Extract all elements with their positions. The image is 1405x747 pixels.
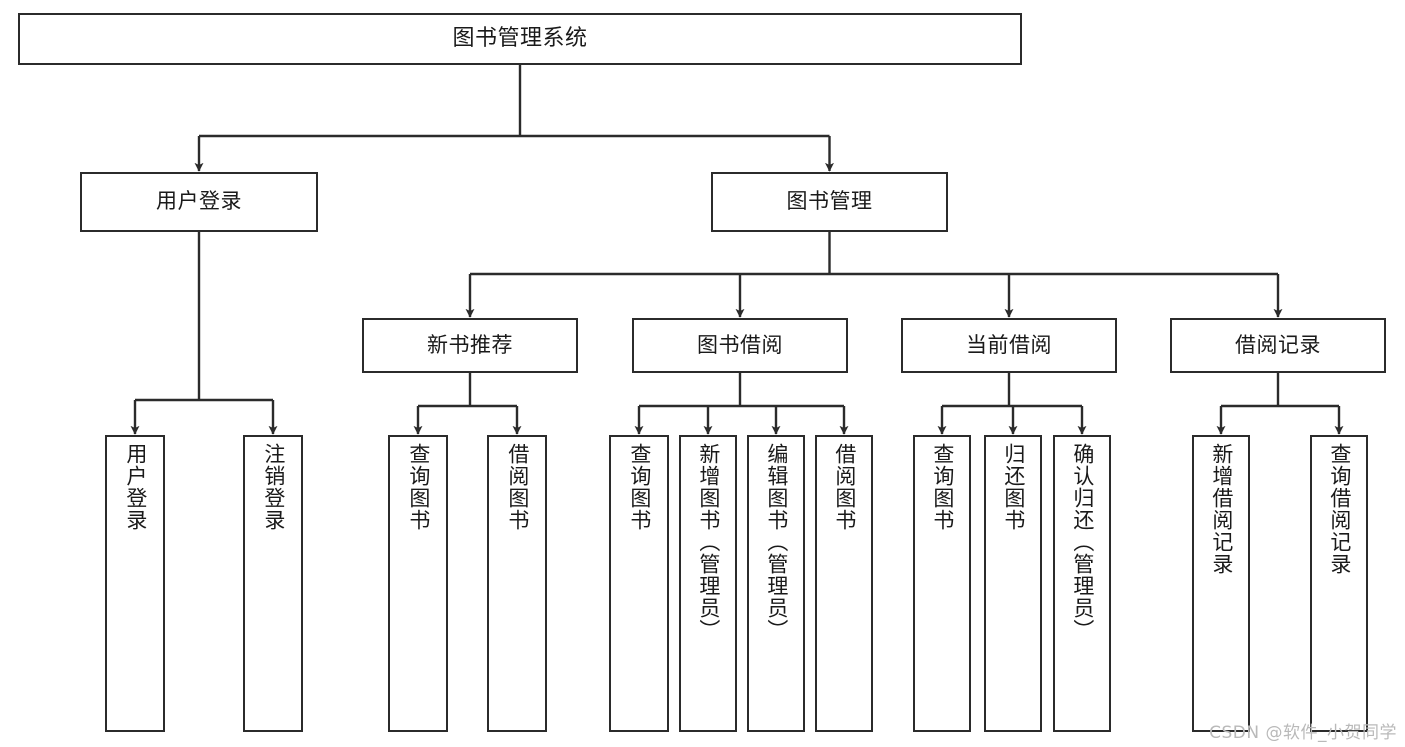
node-label: 图书管理 (786, 189, 873, 214)
node-leaf-borrow-book-1[interactable]: 借阅图书 (487, 435, 547, 732)
node-label: 查询图书 (627, 443, 652, 531)
node-label: 归还图书 (1001, 443, 1026, 531)
node-label: 注销登录 (261, 443, 286, 531)
node-label: 当前借阅 (966, 332, 1052, 357)
node-label: 查询借阅记录 (1327, 443, 1352, 575)
node-leaf-add-record[interactable]: 新增借阅记录 (1192, 435, 1250, 732)
node-leaf-add-book[interactable]: 新增图书（管理员） (679, 435, 737, 732)
node-label: 确认归还（管理员） (1070, 443, 1095, 641)
node-leaf-edit-book[interactable]: 编辑图书（管理员） (747, 435, 805, 732)
node-user-login[interactable]: 用户登录 (80, 172, 318, 232)
node-label: 用户登录 (123, 443, 148, 531)
node-label: 新书推荐 (427, 332, 513, 357)
node-leaf-query-book-1[interactable]: 查询图书 (388, 435, 448, 732)
node-borrow-record[interactable]: 借阅记录 (1170, 318, 1386, 373)
node-new-book-rec[interactable]: 新书推荐 (362, 318, 578, 373)
node-current-borrow[interactable]: 当前借阅 (901, 318, 1117, 373)
node-label: 新增图书（管理员） (696, 443, 721, 641)
node-leaf-query-book-3[interactable]: 查询图书 (913, 435, 971, 732)
node-label: 借阅图书 (505, 443, 530, 531)
node-label: 借阅记录 (1235, 332, 1321, 357)
node-label: 图书管理系统 (452, 25, 588, 51)
node-leaf-query-record[interactable]: 查询借阅记录 (1310, 435, 1368, 732)
node-label: 编辑图书（管理员） (764, 443, 789, 641)
node-book-borrow[interactable]: 图书借阅 (632, 318, 848, 373)
node-book-manage[interactable]: 图书管理 (711, 172, 948, 232)
node-label: 用户登录 (156, 189, 242, 214)
node-label: 图书借阅 (697, 332, 783, 357)
node-leaf-confirm-return[interactable]: 确认归还（管理员） (1053, 435, 1111, 732)
node-leaf-user-login[interactable]: 用户登录 (105, 435, 165, 732)
node-root[interactable]: 图书管理系统 (18, 13, 1022, 65)
node-label: 借阅图书 (832, 443, 857, 531)
node-leaf-return-book[interactable]: 归还图书 (984, 435, 1042, 732)
node-leaf-logout[interactable]: 注销登录 (243, 435, 303, 732)
node-label: 查询图书 (930, 443, 955, 531)
node-label: 新增借阅记录 (1209, 443, 1234, 575)
node-label: 查询图书 (406, 443, 431, 531)
node-leaf-query-book-2[interactable]: 查询图书 (609, 435, 669, 732)
node-leaf-borrow-book-2[interactable]: 借阅图书 (815, 435, 873, 732)
